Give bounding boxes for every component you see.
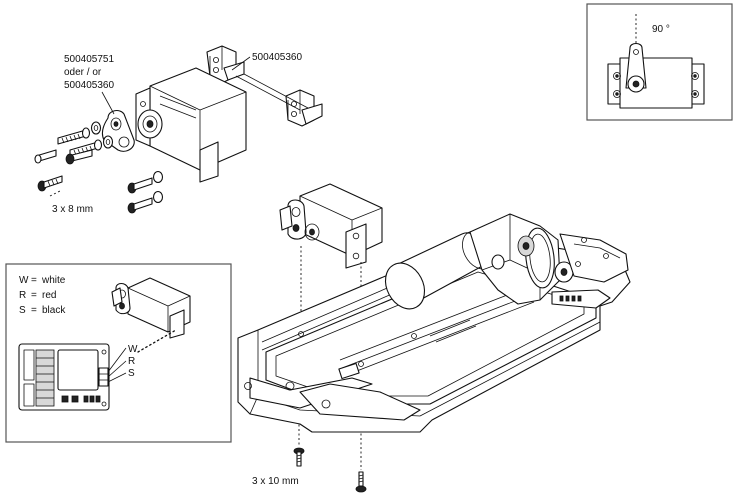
servo-front-view	[607, 42, 705, 109]
legend-sep-s: =	[31, 305, 37, 316]
legend-sep-w: =	[31, 275, 37, 286]
part-number-saver-line1: 500405751	[64, 54, 114, 65]
legend-key-s: S	[19, 305, 26, 316]
cable-path	[137, 329, 177, 353]
gearbox	[469, 213, 574, 305]
legend-sep-r: =	[31, 290, 37, 301]
screw-set-upper	[34, 121, 114, 165]
legend-value-w: white	[41, 275, 66, 286]
receiver-unit	[18, 343, 110, 411]
legend-value-s: black	[42, 305, 66, 316]
legend-value-r: red	[42, 290, 56, 301]
pin-letter-r: R	[128, 356, 135, 367]
chassis-assembly: 3 x 10 mm	[237, 183, 631, 493]
part-number-mount: 500405360	[252, 52, 302, 63]
leader-mount	[231, 56, 251, 71]
pin-letter-s: S	[128, 368, 135, 379]
angle-inset-panel: 90 °	[586, 3, 733, 121]
part-number-saver-line2: oder / or	[64, 67, 102, 78]
inset-servo	[111, 277, 191, 339]
wiring-inset-panel: W = white R = red S = black	[5, 263, 232, 443]
front-bulkhead	[551, 233, 629, 309]
screw-size-bottom: 3 x 10 mm	[252, 476, 299, 487]
servo-mount-bracket-lower	[285, 89, 323, 127]
leader-saver	[101, 91, 115, 115]
servo-body	[135, 67, 247, 183]
screw-chassis-right	[355, 471, 367, 493]
legend-key-w: W	[19, 275, 29, 286]
angle-label: 90 °	[652, 24, 670, 35]
screw-size-top: 3 x 8 mm	[52, 204, 93, 215]
installed-servo	[279, 183, 383, 269]
servo-exploded-view: 500405751 oder / or 500405360 500405360 …	[34, 45, 323, 215]
screw-set-lower	[37, 170, 164, 214]
screw-chassis-left	[293, 447, 305, 467]
pin-letter-w: W	[128, 344, 138, 355]
legend-key-r: R	[19, 290, 26, 301]
wire-color-legend: W = white R = red S = black	[19, 275, 66, 316]
part-number-saver-line3: 500405360	[64, 80, 114, 91]
